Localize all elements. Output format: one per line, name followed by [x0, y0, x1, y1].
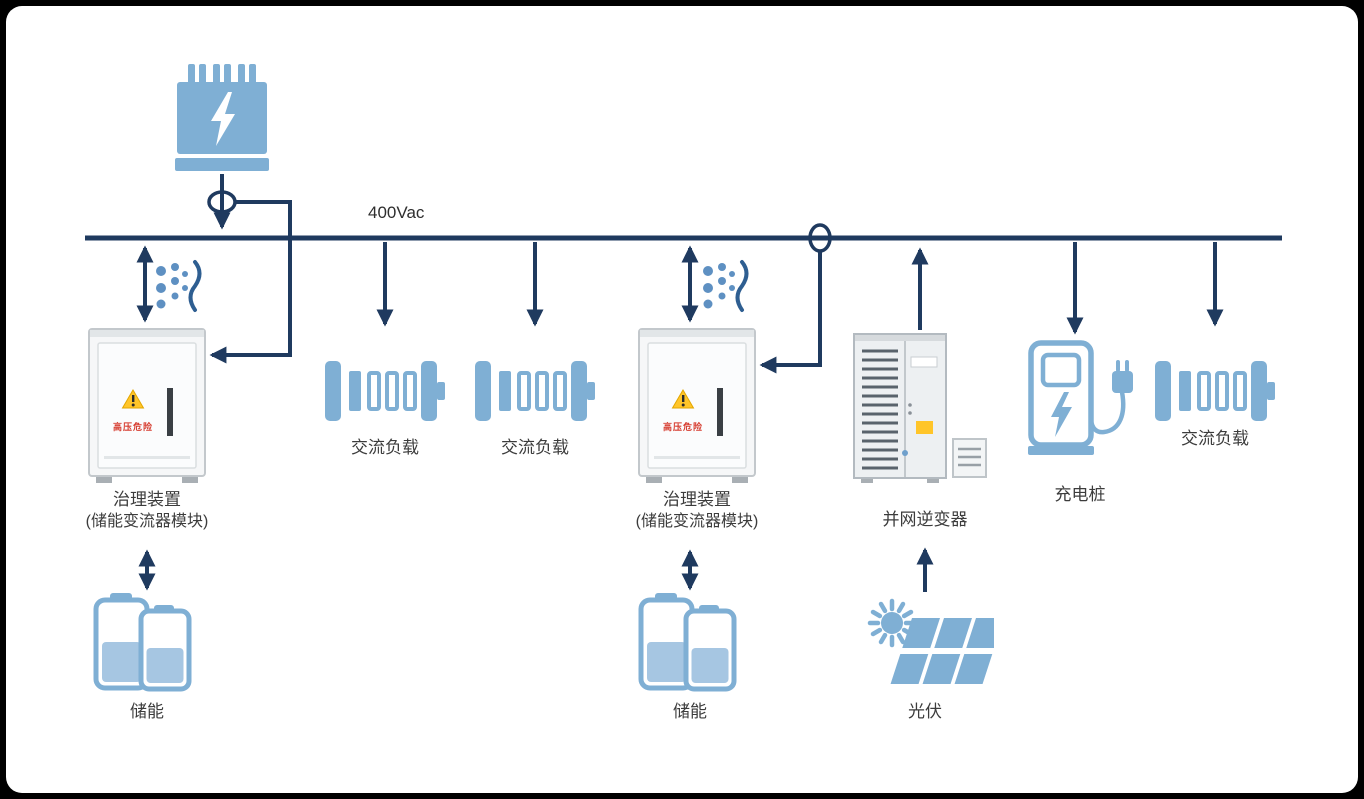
lightning-bolt-icon: [1051, 392, 1072, 437]
inverter-cabinet-icon: [853, 333, 988, 488]
charger-screen: [1040, 352, 1082, 388]
sun-icon: [881, 612, 903, 634]
ac-load-icon: [325, 360, 445, 427]
governance-cabinet-icon: 高压危险: [638, 328, 756, 484]
governance-1-label: 治理装置 (储能变流器模块): [47, 489, 247, 533]
governance-2-label: 治理装置 (储能变流器模块): [597, 489, 797, 533]
ac-load-3-label: 交流负载: [1181, 429, 1249, 448]
governance-cabinet-icon: 高压危险: [88, 328, 206, 484]
storage-2-label: 储能: [673, 702, 707, 721]
harmonic-filter-icon: [152, 258, 204, 319]
ac-load-1-label: 交流负载: [351, 438, 419, 457]
solar-panel-grid: [890, 618, 1004, 684]
transformer-icon: [175, 64, 269, 179]
solar-pv-icon: [862, 595, 1004, 700]
plug-icon: [1112, 371, 1133, 393]
ac-load-icon: [1155, 360, 1275, 427]
warning-sticker: [916, 421, 933, 434]
high-voltage-warning-text: 高压危险: [662, 422, 703, 432]
high-voltage-warning-text: 高压危险: [112, 422, 153, 432]
lightning-bolt-icon: [211, 92, 235, 146]
storage-1-label: 储能: [130, 702, 164, 721]
bus-voltage-label: 400Vac: [368, 203, 425, 222]
battery-storage-icon: [638, 593, 746, 698]
governance-1-subtitle: (储能变流器模块): [85, 513, 209, 531]
battery-storage-icon: [93, 593, 201, 698]
branch-line-governance-2: [759, 251, 822, 374]
charger-label: 充电桩: [1054, 485, 1106, 504]
governance-2-subtitle: (储能变流器模块): [635, 513, 759, 531]
ac-load-icon: [475, 360, 595, 427]
ev-charger-icon: [1028, 340, 1140, 470]
pv-label: 光伏: [908, 702, 942, 721]
governance-1-title: 治理装置: [113, 490, 181, 509]
governance-2-title: 治理装置: [663, 490, 731, 509]
harmonic-filter-icon: [699, 258, 751, 319]
ac-load-2-label: 交流负载: [501, 438, 569, 457]
branch-line-governance-1: [209, 200, 292, 364]
inverter-label: 并网逆变器: [882, 510, 968, 529]
